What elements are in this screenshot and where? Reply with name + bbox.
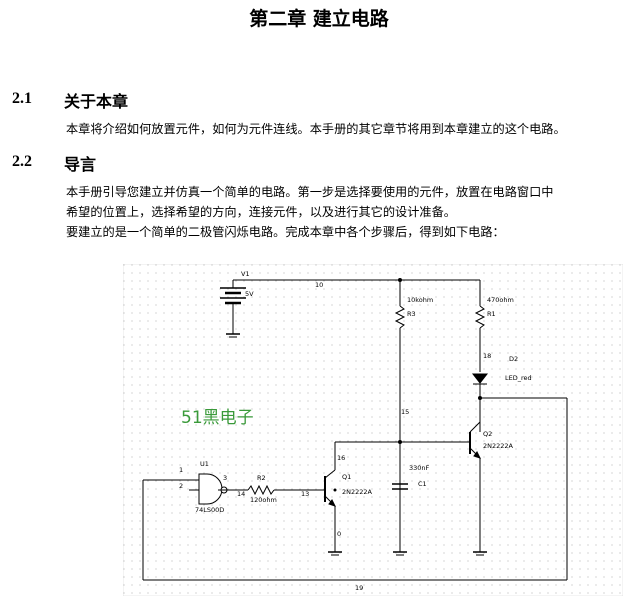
label-r3-value: 10kohm bbox=[407, 296, 433, 304]
watermark: 51黑电子 bbox=[181, 408, 254, 428]
paragraph: 希望的位置上，选择希望的方向，连接元件，以及进行其它的设计准备。 bbox=[66, 205, 456, 219]
section-heading: 关于本章 bbox=[64, 92, 129, 111]
label-node16: 16 bbox=[337, 454, 345, 462]
label-c1-value: 330nF bbox=[409, 464, 430, 472]
label-node19: 19 bbox=[355, 584, 363, 592]
paragraph: 本章将介绍如何放置元件，如何为元件连线。本手册的其它章节将用到本章建立的这个电路… bbox=[66, 122, 566, 136]
label-q1: Q1 bbox=[342, 473, 351, 481]
schematic-grid bbox=[123, 264, 623, 596]
section-number: 2.2 bbox=[12, 153, 32, 170]
label-pin3: 3 bbox=[223, 474, 227, 482]
label-node14: 14 bbox=[237, 490, 245, 498]
label-q2: Q2 bbox=[483, 430, 492, 438]
label-q2-model: 2N2222A bbox=[483, 442, 514, 450]
paragraph: 本手册引导您建立并仿真一个简单的电路。第一步是选择要使用的元件，放置在电路窗口中 bbox=[66, 185, 554, 199]
label-node0: 0 bbox=[337, 530, 341, 538]
section-heading: 导言 bbox=[64, 155, 97, 174]
circuit-schematic: V1 5V 10 10kohm R3 470ohm R1 18 D2 LED_r… bbox=[123, 264, 623, 596]
section-number: 2.1 bbox=[12, 90, 32, 107]
label-d2: D2 bbox=[509, 355, 518, 363]
label-node10: 10 bbox=[315, 281, 323, 289]
label-r3: R3 bbox=[407, 310, 416, 318]
label-d2-model: LED_red bbox=[505, 374, 532, 382]
label-r1-value: 470ohm bbox=[487, 296, 514, 304]
label-u1-model: 74LS00D bbox=[195, 506, 224, 514]
label-r1: R1 bbox=[487, 310, 496, 318]
label-v1-value: 5V bbox=[245, 290, 254, 298]
label-c1: C1 bbox=[418, 480, 427, 488]
label-node18: 18 bbox=[483, 352, 491, 360]
label-v1: V1 bbox=[241, 270, 250, 278]
label-node15: 15 bbox=[401, 408, 409, 416]
label-u1: U1 bbox=[200, 460, 209, 468]
paragraph: 要建立的是一个简单的二极管闪烁电路。完成本章中各个步骤后，得到如下电路： bbox=[66, 225, 505, 239]
label-r2: R2 bbox=[257, 474, 266, 482]
label-pin1: 1 bbox=[179, 466, 183, 474]
label-pin2: 2 bbox=[179, 482, 183, 490]
chapter-title: 第二章 建立电路 bbox=[249, 8, 389, 30]
label-q1-model: 2N2222A bbox=[342, 488, 373, 496]
label-r2-value: 120ohm bbox=[250, 496, 277, 504]
label-node13: 13 bbox=[301, 490, 309, 498]
